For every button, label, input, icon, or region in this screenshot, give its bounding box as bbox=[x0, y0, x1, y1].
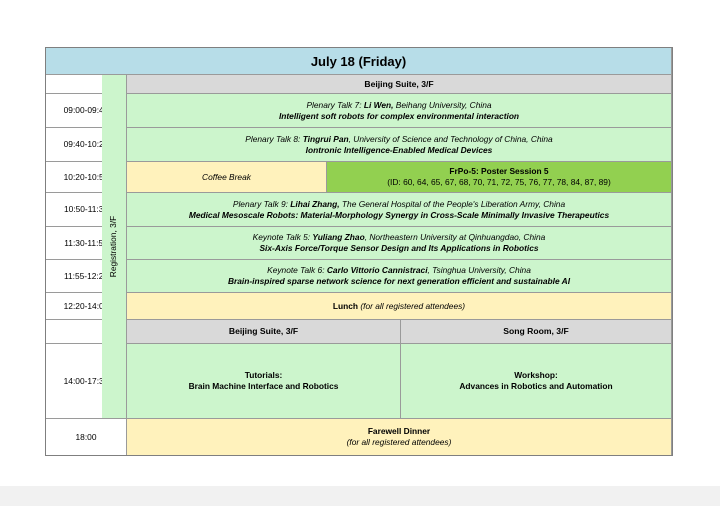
workshop: Workshop: Advances in Robotics and Autom… bbox=[401, 344, 672, 419]
keynote-talk-5: Keynote Talk 5: Yuliang Zhao, Northeaste… bbox=[127, 227, 672, 260]
farewell-dinner: Farewell Dinner (for all registered atte… bbox=[127, 419, 672, 455]
poster-title: FrPo-5: Poster Session 5 bbox=[449, 166, 549, 176]
talk-title: Six-Axis Force/Torque Sensor Design and … bbox=[259, 243, 539, 253]
coffee-break: Coffee Break bbox=[127, 162, 327, 193]
poster-ids: (ID: 60, 64, 65, 67, 68, 70, 71, 72, 75,… bbox=[387, 177, 611, 187]
registration-label: Registration, 3/F bbox=[108, 215, 119, 278]
talk-title: Medical Mesoscale Robots: Material-Morph… bbox=[188, 209, 610, 220]
day-title: July 18 (Friday) bbox=[46, 48, 672, 75]
room-header: Beijing Suite, 3/F bbox=[127, 75, 672, 94]
plenary-talk-8: Plenary Talk 8: Tingrui Pan, University … bbox=[127, 128, 672, 162]
schedule-table: July 18 (Friday) 09:00-09:40 09:40-10:20… bbox=[45, 47, 673, 456]
plenary-talk-9: Plenary Talk 9: Lihai Zhang, The General… bbox=[127, 193, 672, 227]
room-header-right: Song Room, 3/F bbox=[401, 320, 672, 344]
registration-column: Registration, 3/F bbox=[102, 75, 127, 419]
lunch: Lunch (for all registered attendees) bbox=[127, 293, 672, 320]
talk-title: Intelligent soft robots for complex envi… bbox=[278, 110, 520, 121]
tutorials: Tutorials: Brain Machine Interface and R… bbox=[127, 344, 401, 419]
room-header-left: Beijing Suite, 3/F bbox=[127, 320, 401, 344]
page-footer-band bbox=[0, 486, 720, 506]
registration-blank bbox=[102, 419, 127, 455]
keynote-talk-6: Keynote Talk 6: Carlo Vittorio Cannistra… bbox=[127, 260, 672, 293]
talk-title: Iontronic Intelligence-Enabled Medical D… bbox=[305, 144, 493, 155]
talk-title: Brain-inspired sparse network science fo… bbox=[227, 276, 571, 286]
plenary-talk-7: Plenary Talk 7: Li Wen, Beihang Universi… bbox=[127, 94, 672, 128]
poster-session: FrPo-5: Poster Session 5 (ID: 60, 64, 65… bbox=[327, 162, 672, 193]
